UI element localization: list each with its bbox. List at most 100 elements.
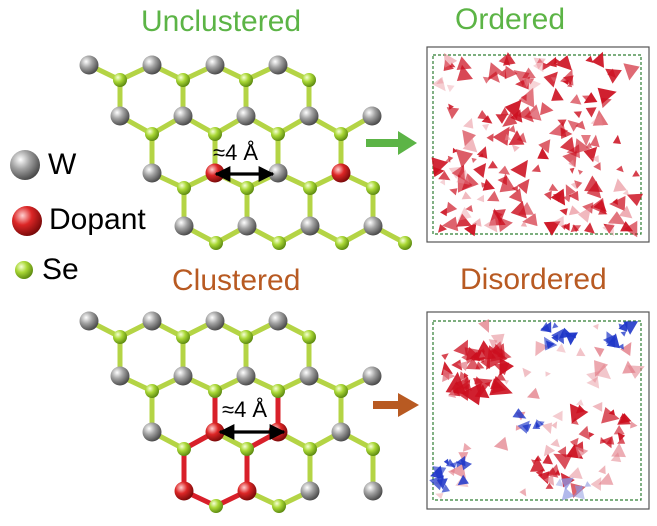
red-cluster-blob (613, 425, 625, 435)
red-cluster-blob (463, 383, 472, 391)
red-cluster-blob (578, 425, 590, 440)
red-blob (456, 213, 472, 227)
pink-blob (443, 52, 458, 68)
w-atom (299, 106, 319, 126)
red-blob (508, 188, 523, 203)
w-atom (142, 311, 162, 331)
pink-blob (622, 189, 630, 196)
red-blob (531, 164, 541, 173)
red-blob (577, 169, 583, 175)
w-atom (79, 311, 99, 331)
red-blob (546, 56, 557, 68)
w-atom (331, 422, 351, 442)
red-blob (543, 71, 558, 88)
red-blob (543, 221, 561, 236)
red-blob (575, 120, 586, 130)
red-blob (583, 92, 598, 104)
red-blob (581, 135, 591, 147)
pink-blob (490, 333, 505, 350)
w-atom (205, 55, 225, 75)
unclustered-title: Unclustered (141, 5, 302, 38)
se-atom (145, 384, 159, 398)
pink-blob (543, 444, 556, 457)
red-blob (544, 190, 552, 201)
red-blob (583, 146, 598, 163)
red-blob (498, 165, 510, 175)
blue-blob (539, 421, 545, 426)
red-cluster-blob (530, 456, 546, 472)
red-blob (473, 163, 487, 178)
pink-blob (520, 220, 527, 227)
pink-blob (515, 425, 523, 431)
blue-blob (552, 322, 559, 329)
pink-blob (568, 205, 581, 216)
red-blob (590, 134, 600, 148)
pink-blob (504, 133, 512, 141)
pink-blob (552, 410, 563, 422)
pink-blob (595, 363, 611, 380)
red-cluster-blob (588, 431, 595, 438)
red-cluster-blob (475, 361, 485, 370)
red-blob (536, 58, 544, 64)
pink-blob (610, 452, 622, 463)
red-cluster-blob (617, 432, 626, 442)
red-blob (477, 110, 490, 120)
blue-blob (517, 420, 530, 434)
blue-blob (535, 419, 544, 429)
disordered-panel-border (432, 320, 642, 501)
pink-blob (493, 436, 509, 451)
red-blob (540, 102, 554, 116)
pink-blob (592, 402, 603, 412)
red-blob (462, 129, 476, 147)
red-blob (570, 94, 582, 105)
red-blob (537, 147, 549, 160)
dopant-legend-ball (12, 206, 42, 236)
pink-blob (525, 77, 541, 92)
pink-blob (435, 493, 444, 500)
red-blob (488, 71, 500, 83)
red-blob (586, 180, 602, 199)
red-blob (455, 149, 473, 169)
pink-blob (478, 319, 490, 333)
w-atom (173, 106, 193, 126)
pink-blob (590, 477, 602, 491)
red-cluster-blob (542, 453, 553, 465)
red-cluster-blob (576, 404, 586, 414)
blue-blob (606, 333, 620, 349)
pink-blob (568, 159, 575, 168)
pink-blob (550, 77, 558, 83)
pink-blob (456, 169, 470, 185)
red-blob (598, 206, 608, 215)
pink-blob (476, 194, 485, 203)
pink-blob (611, 442, 626, 458)
dopant-atom (331, 163, 351, 183)
blue-blob (618, 320, 628, 332)
red-blob (563, 194, 571, 203)
red-blob (573, 111, 582, 119)
pink-blob (535, 341, 549, 357)
pink-blob (483, 218, 498, 233)
red-blob (498, 68, 507, 79)
red-blob (456, 64, 473, 81)
red-blob (612, 198, 618, 205)
legend-dopant-label: Dopant (49, 203, 146, 236)
red-blob (486, 133, 494, 142)
red-blob (451, 164, 465, 181)
se-atom (240, 442, 254, 456)
pink-blob (568, 467, 583, 479)
light-blue-blob (555, 478, 564, 487)
red-blob (481, 182, 488, 188)
red-blob (456, 56, 472, 70)
red-blob (518, 87, 535, 108)
blue-blob (558, 327, 573, 339)
pink-blob (618, 205, 633, 219)
pink-blob (550, 438, 560, 448)
red-cluster-blob (480, 357, 491, 370)
red-blob (567, 120, 579, 132)
pink-blob (576, 399, 584, 406)
se-atom (334, 127, 348, 141)
w-atom (300, 481, 320, 501)
pink-blob (448, 389, 457, 398)
red-blob (495, 114, 508, 124)
red-cluster-blob (490, 378, 504, 390)
